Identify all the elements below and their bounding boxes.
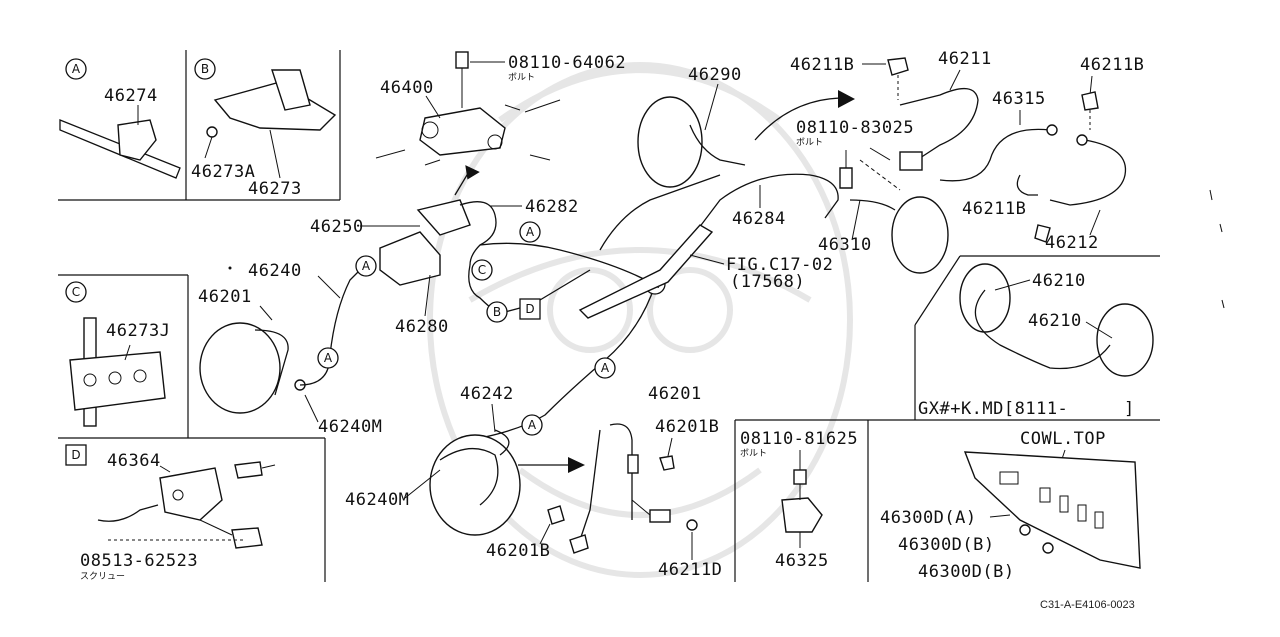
right-top-hoses: 46211B 46211 46211B 46315 46212 46211B 0… — [790, 49, 1144, 274]
label-46201b-2: 46201B — [486, 541, 550, 561]
gx-bracket: ] — [1124, 399, 1135, 419]
label-46364: 46364 — [107, 451, 161, 471]
label-46290: 46290 — [688, 65, 742, 85]
label-46210-2: 46210 — [1028, 311, 1082, 331]
network-callouts: A A A A A A C B D — [317, 221, 666, 436]
label-46280: 46280 — [395, 317, 449, 337]
valve-area: 46250 46282 46280 — [310, 197, 579, 337]
callout-b-label: B — [201, 62, 209, 76]
inset-frames — [58, 50, 1160, 582]
callout-c-label: C — [72, 285, 80, 299]
label-46201b-1: 46201B — [655, 417, 719, 437]
cowl-top-label: COWL.TOP — [1020, 429, 1106, 449]
left-front-brake: 46240 46201 46240M — [198, 261, 382, 437]
gx-note: GX#+K.MD[8111- — [918, 399, 1068, 419]
fig-reference: FIG.C17-02 (17568) — [578, 224, 833, 319]
label-08110-81625: 08110-81625 — [740, 429, 858, 449]
booster-area: 46290 46284 — [637, 65, 855, 229]
callout-c-1: C — [478, 263, 486, 277]
callout-a-2: A — [526, 225, 535, 239]
label-46273a: 46273A — [191, 162, 255, 182]
gx-inset: 46210 46210 GX#+K.MD[8111- ] — [918, 263, 1154, 419]
callout-a-1: A — [362, 259, 371, 273]
label-46211d: 46211D — [658, 560, 722, 580]
cowl-top: COWL.TOP 46300D(A) 46300D(B) 46300D(B) — [880, 429, 1141, 582]
label-46250: 46250 — [310, 217, 364, 237]
label-46325: 46325 — [775, 551, 829, 571]
diagram-id: C31-A-E4106-0023 — [1040, 599, 1135, 611]
master-cylinder-area: 46400 08110-64062 ボルト — [375, 51, 626, 196]
label-46274: 46274 — [104, 86, 158, 106]
edge-marks — [1209, 189, 1225, 309]
label-46273j: 46273J — [106, 321, 170, 341]
bolt-kana-3: ボルト — [740, 448, 767, 459]
rear-brake-left: 46242 46240M — [345, 384, 585, 536]
label-46315: 46315 — [992, 89, 1046, 109]
fig-num-label: (17568) — [730, 272, 805, 292]
label-08513-62523: 08513-62523 — [80, 551, 198, 571]
callout-a-6: A — [528, 418, 537, 432]
screw-kana: スクリュー — [80, 571, 125, 582]
label-46240m-2: 46240M — [345, 490, 409, 510]
inset-d: D 46364 08513-62523 スクリュー — [65, 444, 276, 582]
label-46273: 46273 — [248, 179, 302, 199]
label-46300db-1: 46300D(B) — [898, 535, 995, 555]
label-46240: 46240 — [248, 261, 302, 281]
inset-a: A 46274 — [59, 58, 181, 179]
callout-a-5: A — [601, 361, 610, 375]
callout-b-1: B — [493, 305, 501, 319]
inset-c: C 46273J — [65, 281, 170, 427]
label-46211b-right: 46211B — [1080, 55, 1144, 75]
label-46201-left: 46201 — [198, 287, 252, 307]
label-46282: 46282 — [525, 197, 579, 217]
inset-b: B 46273A 46273 — [191, 58, 337, 199]
label-46400: 46400 — [380, 78, 434, 98]
label-08110-64062: 08110-64062 — [508, 53, 626, 73]
bolt-kana-1: ボルト — [508, 72, 535, 83]
label-46211b-mid: 46211B — [962, 199, 1026, 219]
label-46310: 46310 — [818, 235, 872, 255]
label-46300da: 46300D(A) — [880, 508, 977, 528]
label-46212: 46212 — [1045, 233, 1099, 253]
label-46300db-2: 46300D(B) — [918, 562, 1015, 582]
label-46201-mid: 46201 — [648, 384, 702, 404]
callout-d-label: D — [71, 448, 80, 462]
callout-d-1: D — [525, 302, 534, 316]
label-46211: 46211 — [938, 49, 992, 69]
bolt-kana-2: ボルト — [796, 137, 823, 148]
label-46242: 46242 — [460, 384, 514, 404]
label-46240m-1: 46240M — [318, 417, 382, 437]
callout-a-label: A — [72, 62, 81, 76]
label-46284: 46284 — [732, 209, 786, 229]
label-46211b-top: 46211B — [790, 55, 854, 75]
label-46210-1: 46210 — [1032, 271, 1086, 291]
bracket-46325: 08110-81625 ボルト 46325 — [740, 429, 858, 571]
middle-hose: 46201 46201B 46201B 46211D — [486, 384, 722, 580]
fig-ref-label: FIG.C17-02 — [726, 255, 833, 275]
callout-a-4: A — [324, 351, 333, 365]
label-08110-83025: 08110-83025 — [796, 118, 914, 138]
